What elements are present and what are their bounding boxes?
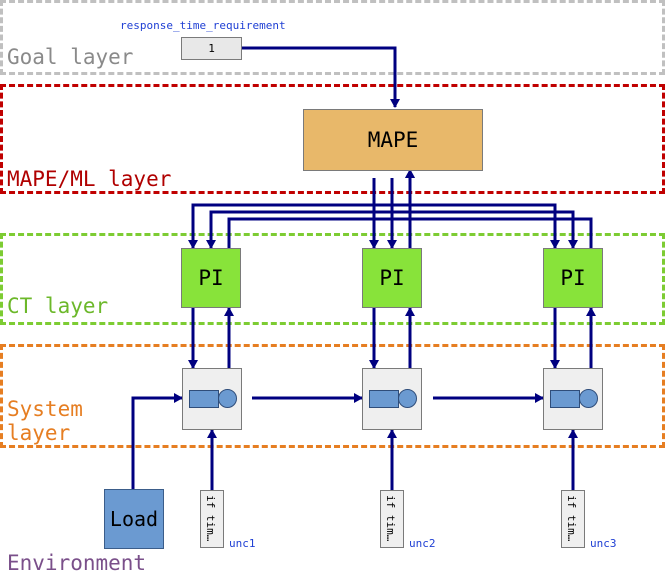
mape-layer-label: MAPE/ML layer [7,167,172,191]
server-icon [398,389,417,408]
pi-label: PI [198,266,224,290]
wire-mape2-to-pi1 [206,178,394,249]
wire-pi3-to-mape [410,217,593,248]
uncertainty-block-3[interactable]: if tim… [561,490,585,548]
system-block-1[interactable] [182,368,242,430]
queue-icon [550,390,580,408]
system-layer-box [0,344,665,448]
goal-layer-label: Goal layer [7,45,134,69]
uncertainty-name-2: unc2 [409,537,436,550]
load-label: Load [109,507,159,531]
queue-icon [369,390,399,408]
pi-controller-2[interactable]: PI [362,248,422,308]
wire-mape-to-pi3 [374,203,560,249]
response-time-requirement-block[interactable]: 1 [181,37,242,60]
environment-label: Environment [7,551,147,575]
queue-icon [189,390,219,408]
system-block-2[interactable] [362,368,422,430]
mape-block[interactable]: MAPE [303,109,483,171]
goal-layer-box [0,0,665,75]
ct-layer-label: CT layer [7,294,109,318]
wire-pi1-to-mape [227,169,415,248]
uncertainty-block-text: if tim… [384,495,397,542]
uncertainty-block-text: if tim… [565,495,578,542]
uncertainty-name-3: unc3 [590,537,617,550]
server-icon [218,389,237,408]
system-block-3[interactable] [543,368,603,430]
mape-label: MAPE [367,128,419,152]
uncertainty-block-1[interactable]: if tim… [200,490,224,548]
server-icon [579,389,598,408]
pi-controller-3[interactable]: PI [543,248,603,308]
uncertainty-block-text: if tim… [204,495,217,542]
load-block[interactable]: Load [104,489,164,549]
pi-controller-1[interactable]: PI [181,248,241,308]
pi-label: PI [560,266,586,290]
uncertainty-block-2[interactable]: if tim… [380,490,404,548]
ct-layer-box [0,233,665,325]
wire-load-to-sys1 [131,393,183,489]
wire-mape2-to-pi3 [392,210,578,249]
pi-label: PI [379,266,405,290]
wire-goal-to-mape [242,46,400,108]
uncertainty-name-1: unc1 [229,537,256,550]
system-layer-label: System layer [7,397,83,445]
param-value: 1 [208,42,215,55]
mape-layer-box [0,84,665,194]
param-name-label: response_time_requirement [120,19,286,32]
